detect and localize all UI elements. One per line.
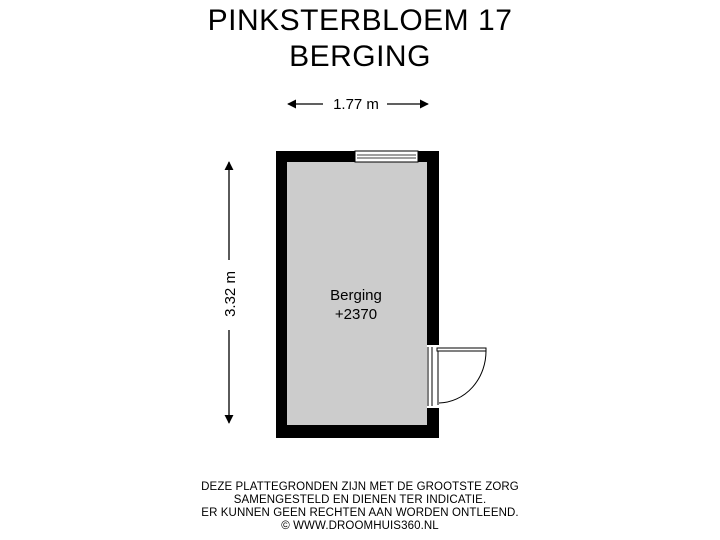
disclaimer-line: SAMENGESTELD EN DIENEN TER INDICATIE.	[233, 494, 487, 506]
room-level: +2370	[335, 306, 377, 323]
wall-left	[276, 151, 287, 438]
walls	[276, 151, 439, 438]
disclaimer-line: ER KUNNEN GEEN RECHTEN AAN WORDEN ONTLEE…	[201, 507, 519, 519]
room-name: Berging	[330, 287, 382, 304]
door	[427, 345, 487, 408]
disclaimer-line: DEZE PLATTEGRONDEN ZIJN MET DE GROOTSTE …	[201, 481, 519, 493]
window-frame	[354, 150, 419, 163]
copyright-line: © WWW.DROOMHUIS360.NL	[281, 520, 439, 532]
window	[354, 150, 419, 163]
wall-bottom	[276, 425, 439, 438]
wall-top-left	[276, 151, 355, 162]
plan-subtitle: BERGING	[289, 40, 431, 73]
width-dimension: 1.77 m	[287, 96, 429, 113]
room-floor	[287, 162, 427, 425]
wall-right-lower	[427, 408, 439, 438]
door-swing-arc	[438, 349, 487, 404]
height-dimension: 3.32 m	[222, 161, 239, 424]
wall-right-upper	[427, 151, 439, 345]
width-dimension-label: 1.77 m	[333, 96, 379, 113]
door-opening	[427, 345, 439, 408]
disclaimer: DEZE PLATTEGRONDEN ZIJN MET DE GROOTSTE …	[0, 481, 720, 533]
plan-title: PINKSTERBLOEM 17	[207, 4, 513, 37]
height-dimension-label: 3.32 m	[222, 271, 239, 317]
door-leaf	[436, 347, 487, 352]
